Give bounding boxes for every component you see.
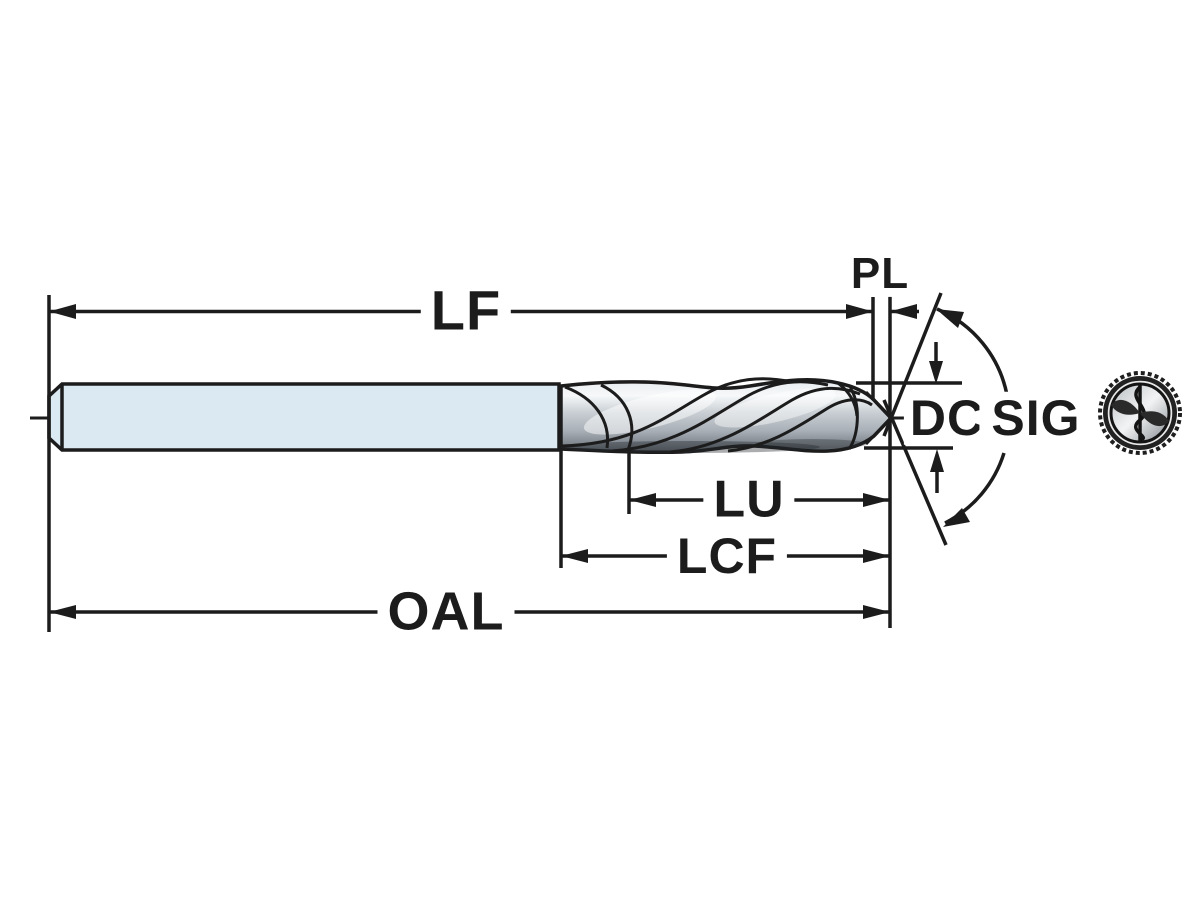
drill-end-view [1098,371,1182,455]
dim-dc [856,342,962,493]
drill-flutes [559,377,894,455]
label-lf: LF [420,281,512,341]
dim-pl [871,290,919,628]
label-sig: SIG [979,392,1093,445]
dim-sig [882,292,1009,546]
label-dc: DC [903,392,991,445]
label-pl: PL [846,250,914,298]
label-oal: OAL [377,583,515,641]
label-lcf: LCF [666,530,788,583]
label-lu: LU [703,473,795,528]
drill-shank [47,382,561,452]
